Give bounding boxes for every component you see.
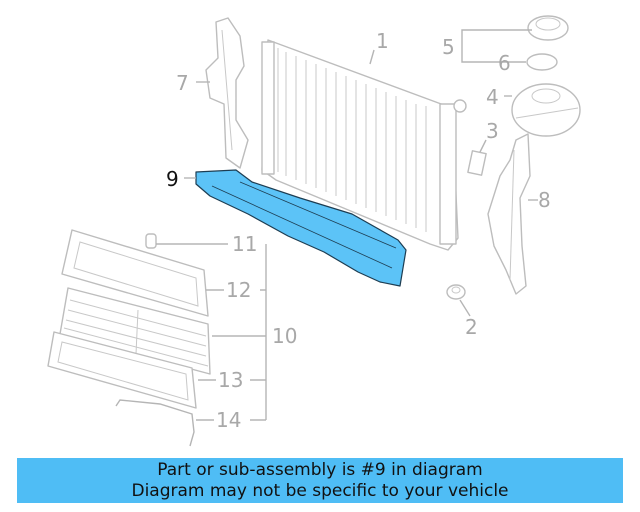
- callout-7: 7: [176, 71, 189, 95]
- callout-13: 13: [218, 368, 243, 392]
- callout-10: 10: [272, 324, 297, 348]
- callout-14: 14: [216, 408, 241, 432]
- fastener-part-11: [145, 233, 157, 249]
- radiator-part-1: [261, 39, 467, 251]
- upper-grille-part-12: [61, 229, 209, 317]
- bracket-part-7: [205, 17, 249, 169]
- air-deflector-highlight: [195, 169, 407, 287]
- info-banner: Part or sub-assembly is #9 in diagram Di…: [17, 458, 623, 503]
- callout-11: 11: [232, 232, 257, 256]
- callout-9: 9: [166, 167, 179, 191]
- callout-4: 4: [486, 85, 499, 109]
- cable-part-14: [115, 399, 195, 447]
- callout-5: 5: [442, 35, 455, 59]
- banner-line-1: Part or sub-assembly is #9 in diagram: [157, 460, 483, 480]
- lower-grille-part-13: [47, 331, 197, 409]
- o-ring-part-6: [526, 53, 558, 71]
- shutter-assembly-part-10: [59, 287, 211, 375]
- callout-8: 8: [538, 188, 551, 212]
- callout-2: 2: [465, 315, 478, 339]
- reservoir-part-4: [511, 83, 581, 137]
- banner-line-2: Diagram may not be specific to your vehi…: [131, 481, 509, 501]
- air-deflector-part-9: [195, 169, 407, 287]
- leader-lines: [156, 29, 538, 421]
- callout-12: 12: [226, 278, 251, 302]
- callout-1: 1: [376, 29, 389, 53]
- bracket-part-8: [487, 133, 531, 295]
- cap-part-5: [527, 15, 569, 41]
- clip-part-3: [467, 150, 487, 176]
- callout-3: 3: [486, 119, 499, 143]
- callout-6: 6: [498, 51, 511, 75]
- grommet-part-2: [446, 284, 466, 300]
